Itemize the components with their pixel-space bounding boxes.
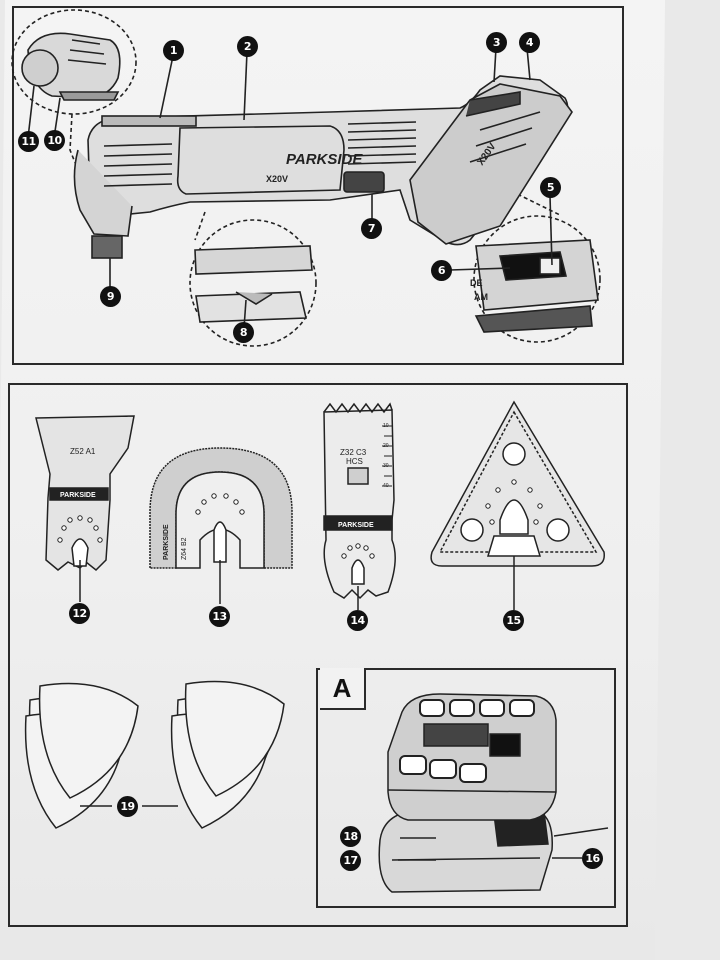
callout-19: 19 [117,796,138,817]
scale-tick-10: 10 [383,423,389,429]
scale-tick-40: 40 [383,483,389,489]
zoom-circle-head [11,9,137,115]
callout-6: 6 [431,260,452,281]
series-text-body: X20V [266,174,288,184]
scale-tick-30: 30 [383,463,389,469]
brand-text-body: PARKSIDE [286,151,363,168]
scraper-code: Z52 A1 [70,447,96,456]
scraper-brand: PARKSIDE [60,492,96,499]
segment-code: Z64 B2 [181,537,188,560]
callout-16: 16 [582,848,603,869]
accessories-frame [8,383,628,927]
zoom-circle-lever [189,219,317,347]
callout-14: 14 [347,610,368,631]
callout-12: 12 [69,603,90,624]
battery-zoom-label-1: DE [470,278,483,288]
battery-zoom-label-2: AM [474,292,488,302]
callout-13: 13 [209,606,230,627]
callout-17: 17 [340,850,361,871]
plunge-blade [323,409,396,600]
plunge-brand: PARKSIDE [338,522,374,529]
callout-2: 2 [237,36,258,57]
scale-tick-20: 20 [383,443,389,449]
tool-overview-frame [12,6,624,365]
callout-7: 7 [361,218,382,239]
plunge-material: HCS [346,457,363,466]
segment-brand: PARKSIDE [163,524,170,560]
callout-9: 9 [100,286,121,307]
callout-8: 8 [233,322,254,343]
callout-1: 1 [163,40,184,61]
callout-10: 10 [44,130,65,151]
segment-blade [149,447,293,569]
panel-a-label: A [320,668,366,710]
plunge-code: Z32 C3 [340,448,367,457]
callout-18: 18 [340,826,361,847]
panel-a-frame [316,668,616,908]
callout-15: 15 [503,610,524,631]
callout-4: 4 [519,32,540,53]
callout-3: 3 [486,32,507,53]
zoom-circle-battery [473,215,601,343]
callout-5: 5 [540,177,561,198]
sanding-sheets [24,680,285,829]
callout-11: 11 [18,131,39,152]
